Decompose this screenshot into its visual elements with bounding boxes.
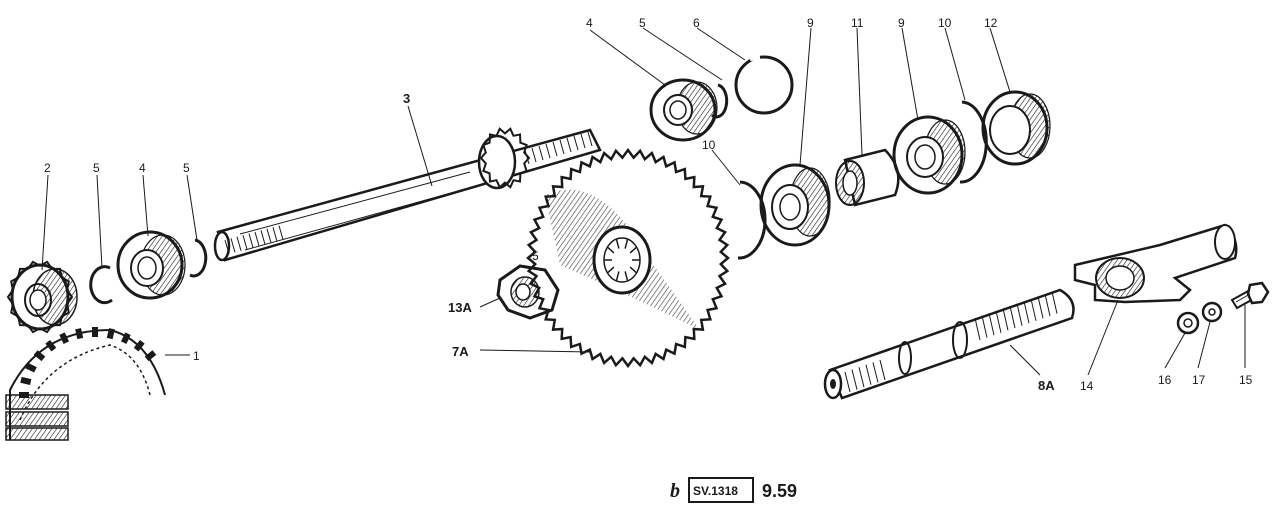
callout-10-b: 10 [702,138,716,152]
figure-caption: b SV.1318 9.59 [670,477,797,503]
callout-1: 1 [193,349,200,363]
callout-13a: 13A [448,300,472,315]
callout-8a: 8A [1038,378,1055,393]
callout-9-b: 9 [898,16,905,30]
callout-16: 16 [1158,373,1172,387]
part-1-gear-segment [5,327,166,441]
leader-lines [41,27,1246,376]
part-5-circlip-top [711,83,729,119]
part-16-washer [1176,311,1200,335]
callout-2: 2 [44,161,51,175]
callout-5-b: 5 [183,161,190,175]
part-13a-nut [496,264,560,320]
callout-17: 17 [1192,373,1206,387]
part-6-snap-ring [734,54,794,115]
part-4-bearing-left [116,230,186,300]
callout-10-a: 10 [938,16,952,30]
part-12-oil-seal [981,90,1051,166]
callout-5-c: 5 [639,16,646,30]
part-4-bearing-top [649,78,718,142]
part-8a-output-shaft [823,288,1075,400]
callout-5-d: 5 [532,249,539,263]
part-2-pinion-gear [6,260,78,334]
part-11-spacer-sleeve [835,148,900,207]
caption-prefix: b [670,480,680,502]
part-14-fork-housing [1073,223,1238,304]
callout-labels: 1 2 5 4 5 3 4 5 6 9 11 9 10 12 10 5 13A … [44,16,1253,393]
part-3-input-shaft [213,127,602,262]
callout-9-a: 9 [807,16,814,30]
caption-code-box [688,477,754,503]
callout-11: 11 [851,16,864,30]
caption-code: SV.1318 [693,484,738,498]
callout-7a: 7A [452,344,469,359]
part-7a-large-gear [526,147,730,369]
callout-3: 3 [403,91,410,106]
callout-6: 6 [693,16,700,30]
part-15-bolt [1230,281,1270,310]
callout-14: 14 [1080,379,1094,393]
caption-date: 9.59 [762,481,797,501]
callout-12: 12 [984,16,998,30]
callout-4-a: 4 [139,161,146,175]
part-17-lock-washer [1201,301,1223,323]
part-9-bearing-left [759,163,831,247]
callout-15: 15 [1239,373,1253,387]
callout-5-a: 5 [93,161,100,175]
part-5-circlip-left-1 [89,265,113,305]
part-9-bearing-right [892,115,966,195]
callout-4-b: 4 [586,16,593,30]
part-5-circlip-left-2 [189,238,208,278]
